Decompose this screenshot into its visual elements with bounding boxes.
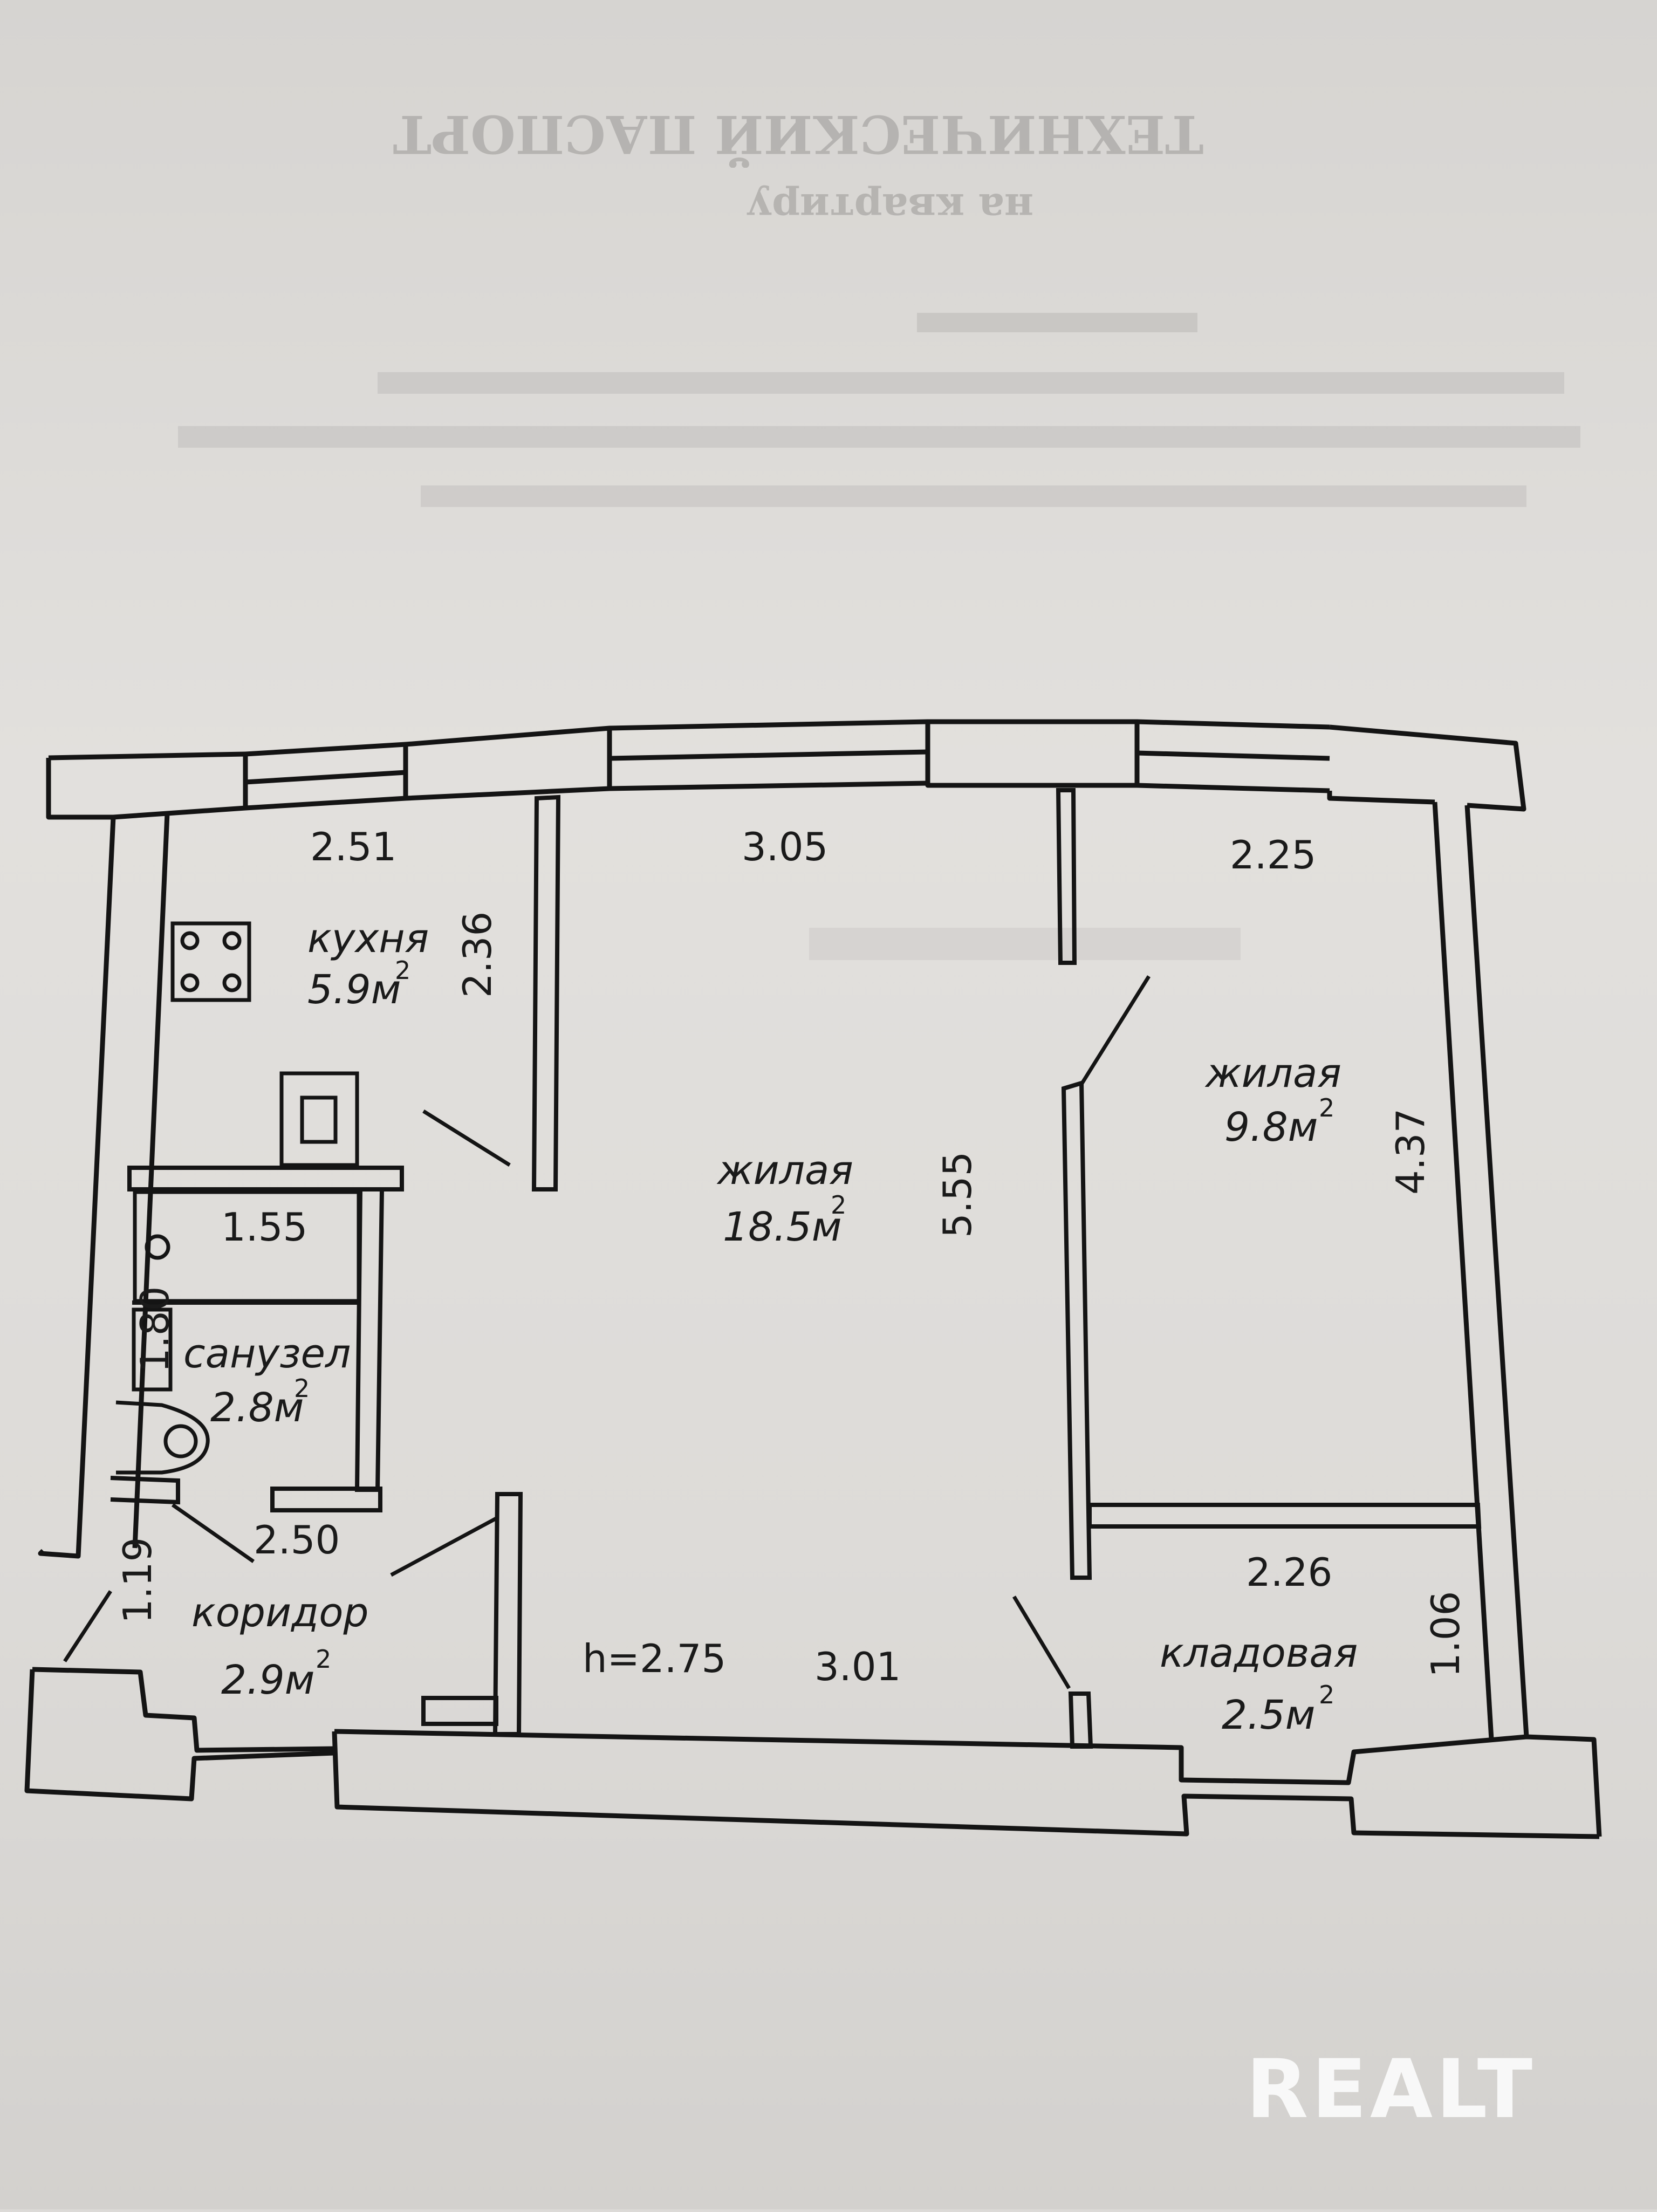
living-small-label: жилая — [1204, 1050, 1341, 1097]
faded-text-line — [809, 928, 1241, 960]
right-wall — [1464, 805, 1529, 1737]
room-labels: кухня 5.9м 2 жилая 18.5м 2 жилая 9.8м 2 … — [183, 915, 1358, 1738]
living-main-area: 18.5м — [723, 1204, 842, 1250]
storage-label: кладовая — [1160, 1630, 1358, 1676]
living-small-area-sup: 2 — [1319, 1093, 1334, 1122]
bathroom-top-wall — [127, 1166, 404, 1191]
entrance-door — [63, 1590, 112, 1662]
kitchen-area: 5.9м — [307, 967, 401, 1013]
kitchen-label: кухня — [307, 915, 429, 962]
storage-width-dim: 2.26 — [1246, 1550, 1332, 1595]
left-wall — [38, 817, 116, 1559]
bottom-main-wall — [334, 1729, 1602, 1837]
top-window-main — [609, 719, 928, 731]
living-small-area: 9.8м — [1224, 1104, 1318, 1150]
bath-depth-dim: 1.80 — [132, 1286, 177, 1373]
bedroom-door — [1080, 975, 1151, 1085]
bath-lower-width-dim: 2.50 — [254, 1517, 340, 1563]
stove-icon — [170, 921, 251, 1002]
storage-door — [1012, 1595, 1071, 1689]
faded-subtitle: на квартиру — [747, 184, 1033, 231]
ventilation-shaft-icon — [279, 1071, 359, 1167]
top-right-wall-block — [1329, 724, 1526, 812]
top-window-right — [1136, 719, 1330, 730]
bathtub-icon — [133, 1190, 361, 1303]
faded-text-line — [178, 426, 1580, 448]
kitchen-width-dim: 2.51 — [310, 824, 396, 869]
storage-area: 2.5м — [1222, 1692, 1316, 1738]
corridor-area: 2.9м — [221, 1657, 315, 1703]
faded-text-line — [378, 372, 1564, 394]
bedroom-partition — [1061, 1080, 1092, 1580]
living-small-depth-dim: 4.37 — [1388, 1108, 1433, 1195]
bath-upper-width-dim: 1.55 — [221, 1204, 307, 1250]
corridor-area-sup: 2 — [316, 1645, 331, 1674]
storage-door-stub — [1068, 1691, 1093, 1749]
top-left-wall-block — [46, 758, 113, 820]
bathroom-bottom-wall — [270, 1487, 382, 1512]
faded-text-line — [421, 485, 1526, 507]
faded-title: ТЕХНИЧЕСКИЙ ПАСПОРТ — [393, 104, 1203, 168]
faded-header: ТЕХНИЧЕСКИЙ ПАСПОРТ на квартиру — [178, 104, 1580, 960]
living-door — [390, 1516, 497, 1577]
living-main-depth-dim: 5.55 — [935, 1152, 980, 1238]
dimension-labels: 2.51 2.36 3.05 5.55 2.25 4.37 1.55 1.80 … — [115, 824, 1468, 1689]
kitchen-partition — [531, 795, 561, 1191]
bathroom-door — [171, 1503, 255, 1563]
kitchen-area-sup: 2 — [395, 956, 410, 985]
living-main-width-dim: 3.05 — [742, 824, 828, 869]
bathroom-right-wall — [354, 1187, 385, 1492]
corridor-width-dim: 1.19 — [115, 1537, 160, 1624]
top-window-left — [245, 742, 406, 757]
corridor-partition — [492, 1492, 523, 1736]
realt-watermark-logo: REALT — [1246, 2043, 1536, 2136]
exterior-walls — [24, 719, 1602, 1839]
bathroom-area: 2.8м — [210, 1385, 304, 1431]
toilet-icon — [115, 1400, 210, 1475]
living-main-label: жилая — [716, 1147, 853, 1194]
storage-depth-dim: 1.06 — [1423, 1591, 1468, 1677]
top-wall-block — [925, 719, 1140, 788]
bottom-width-dim: 3.01 — [814, 1644, 901, 1689]
bedroom-partition-top — [1056, 788, 1077, 965]
corridor-niche — [421, 1696, 498, 1726]
corridor-label: коридор — [191, 1590, 368, 1636]
door-swings — [63, 975, 1151, 1689]
top-wall-block — [403, 725, 612, 801]
bottom-left-wall — [32, 1667, 335, 1753]
sink-icon — [132, 1307, 173, 1392]
bathroom-bottom-wall-left — [110, 1476, 180, 1505]
living-small-width-dim: 2.25 — [1230, 832, 1316, 878]
bathroom-area-sup: 2 — [294, 1374, 310, 1403]
storage-area-sup: 2 — [1319, 1680, 1334, 1709]
living-main-area-sup: 2 — [831, 1190, 846, 1220]
kitchen-depth-dim: 2.36 — [455, 912, 500, 998]
bathroom-label: санузел — [183, 1331, 351, 1377]
faded-text-line — [917, 313, 1197, 332]
ceiling-height-dim: h=2.75 — [583, 1636, 726, 1681]
storage-partition — [1087, 1503, 1482, 1529]
kitchen-door — [422, 1110, 511, 1167]
